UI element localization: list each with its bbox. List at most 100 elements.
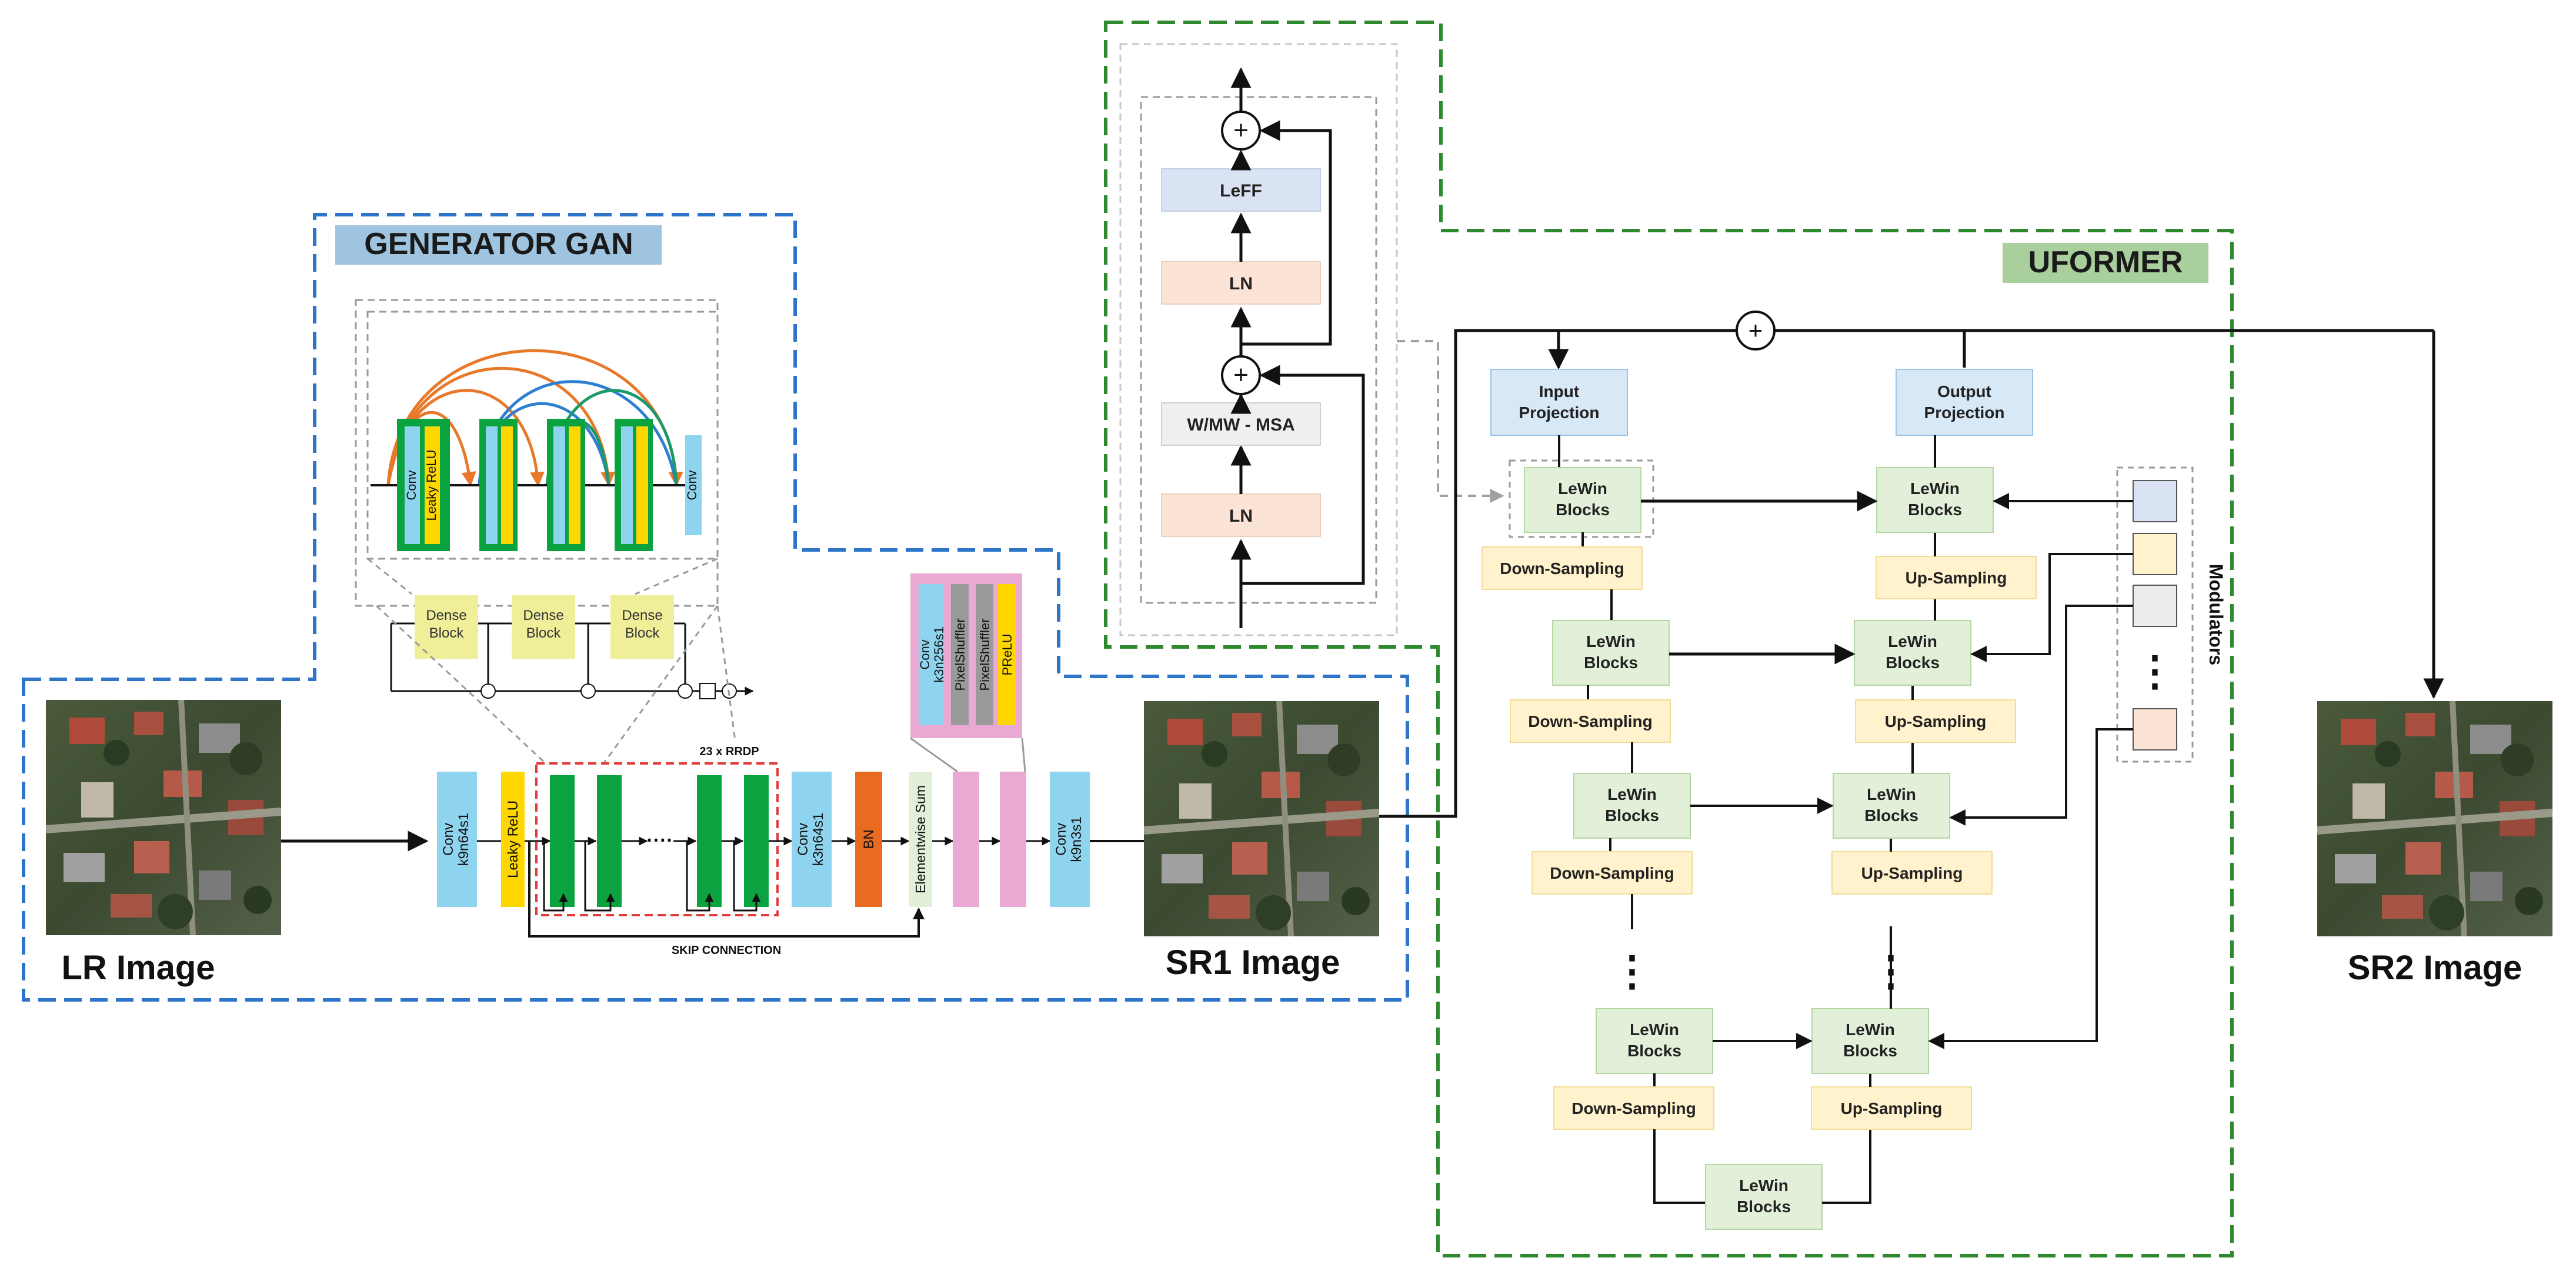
svg-text:k9n64s1: k9n64s1 [456, 813, 472, 866]
conv-k9n64s1 [437, 772, 477, 907]
down-sampling-3 [1531, 851, 1693, 895]
down-sampling-4 [1553, 1086, 1714, 1130]
lewin-detail: LN W/MW - MSA + LN LeFF + [1161, 67, 1365, 628]
rrdb-ellipsis: ···· [646, 829, 673, 852]
svg-text:PixelShuffler: PixelShuffler [953, 618, 967, 690]
encoder-lewin-2 [1552, 620, 1670, 686]
sr1-to-uformer-line [1379, 329, 1569, 818]
svg-text:PReLU: PReLU [1000, 634, 1015, 676]
svg-text:Up-Sampling: Up-Sampling [1906, 569, 2007, 587]
svg-text:Conv: Conv [441, 823, 456, 856]
generator-region-border [22, 213, 1409, 1002]
sr1-image [1144, 701, 1379, 936]
up-sampling-4 [1811, 1086, 1972, 1130]
svg-text:Elementwise Sum: Elementwise Sum [913, 785, 928, 893]
conv-k9n3s1 [1050, 772, 1090, 907]
upsample-block-1 [953, 772, 979, 907]
rrdb-group-frame [535, 762, 779, 916]
up-sampling-2 [1855, 699, 2016, 743]
svg-text:Down-Sampling: Down-Sampling [1550, 864, 1674, 882]
modulator-4 [2133, 708, 2177, 750]
svg-text:Up-Sampling: Up-Sampling [1841, 1099, 1943, 1117]
dense-block-1 [415, 595, 478, 659]
svg-text:+: + [1749, 316, 1763, 344]
decoder-ellipsis: ⋮ [1870, 948, 1911, 994]
lr-image-label: LR Image [61, 949, 215, 987]
sr2-image [2317, 701, 2552, 936]
svg-text:Down-Sampling: Down-Sampling [1500, 559, 1624, 578]
uformer-region-border [1104, 21, 2234, 1257]
modulator-ellipsis: ⋮ [2134, 648, 2175, 694]
upsample-conv-label: Convk3n256s1 [917, 626, 946, 682]
svg-text:k3n64s1: k3n64s1 [810, 813, 826, 866]
svg-text:Conv: Conv [685, 470, 699, 500]
decoder-lewin-1 [1876, 467, 1994, 533]
dense-block-2 [512, 595, 575, 659]
svg-text:LN: LN [1229, 274, 1253, 293]
down-sampling-2 [1510, 699, 1671, 743]
uformer-title-bg [2003, 243, 2208, 283]
dense-layer-2 [479, 419, 518, 551]
conv-k3n64s1 [792, 772, 832, 907]
encoder-ellipsis: ⋮ [1611, 948, 1653, 994]
up-sampling-1 [1876, 556, 2037, 599]
bn-layer [855, 772, 882, 907]
lewin-detail-connector [1397, 340, 1504, 503]
skip-caption: SKIP CONNECTION [672, 944, 781, 957]
up-sampling-3 [1831, 851, 1993, 895]
dense-output-conv: Conv [685, 435, 702, 535]
modulators-frame [2116, 466, 2194, 763]
leaky-relu-layer [501, 772, 525, 907]
input-projection [1490, 369, 1628, 436]
decoder-lewin-4 [1811, 1008, 1929, 1074]
ln-top [1161, 261, 1321, 305]
down-sampling-1 [1481, 546, 1643, 590]
modulator-3 [2133, 585, 2177, 627]
svg-text:W/MW - MSA: W/MW - MSA [1187, 415, 1294, 435]
svg-text:LeFF: LeFF [1220, 181, 1262, 201]
uformer-title: UFORMER [2028, 245, 2183, 279]
rrdb-2 [597, 775, 622, 907]
lr-image [46, 700, 281, 935]
svg-text:Up-Sampling: Up-Sampling [1885, 712, 1987, 730]
modulator-1 [2133, 480, 2177, 522]
decoder-lewin-2 [1854, 620, 1971, 686]
sr1-image-label: SR1 Image [1166, 943, 1340, 982]
encoder-lewin-4 [1596, 1008, 1713, 1074]
rrdb-1 [550, 775, 575, 907]
sr2-image-label: SR2 Image [2348, 949, 2522, 987]
dense-detail-inner-frame [366, 311, 719, 560]
dense-layer-1: Conv Leaky ReLU [397, 419, 450, 551]
rrdb-3 [697, 775, 722, 907]
rrdb-4 [744, 775, 769, 907]
bottleneck-lewin [1705, 1164, 1823, 1230]
svg-text:+: + [1233, 361, 1249, 389]
output-projection [1896, 369, 2033, 436]
elementwise-sum [909, 772, 932, 907]
leff-block [1161, 168, 1321, 212]
svg-text:PixelShuffler: PixelShuffler [977, 618, 992, 690]
generator-chain: Conv k9n64s1 Leaky ReLU 23 x RRDP ···· C… [437, 745, 1144, 957]
modulators-label: Modulators [2205, 564, 2227, 665]
svg-text:LN: LN [1229, 506, 1253, 526]
dense-lrelu-label: Leaky ReLU [424, 449, 439, 521]
dense-layer-4 [615, 419, 653, 551]
generator-title-bg [335, 225, 662, 265]
dense-layer-3 [547, 419, 585, 551]
svg-text:+: + [1233, 116, 1249, 145]
svg-text:Leaky ReLU: Leaky ReLU [505, 800, 521, 878]
svg-text:BN: BN [861, 829, 877, 849]
decoder-lewin-3 [1833, 773, 1950, 839]
skip-connection-line [528, 841, 925, 938]
